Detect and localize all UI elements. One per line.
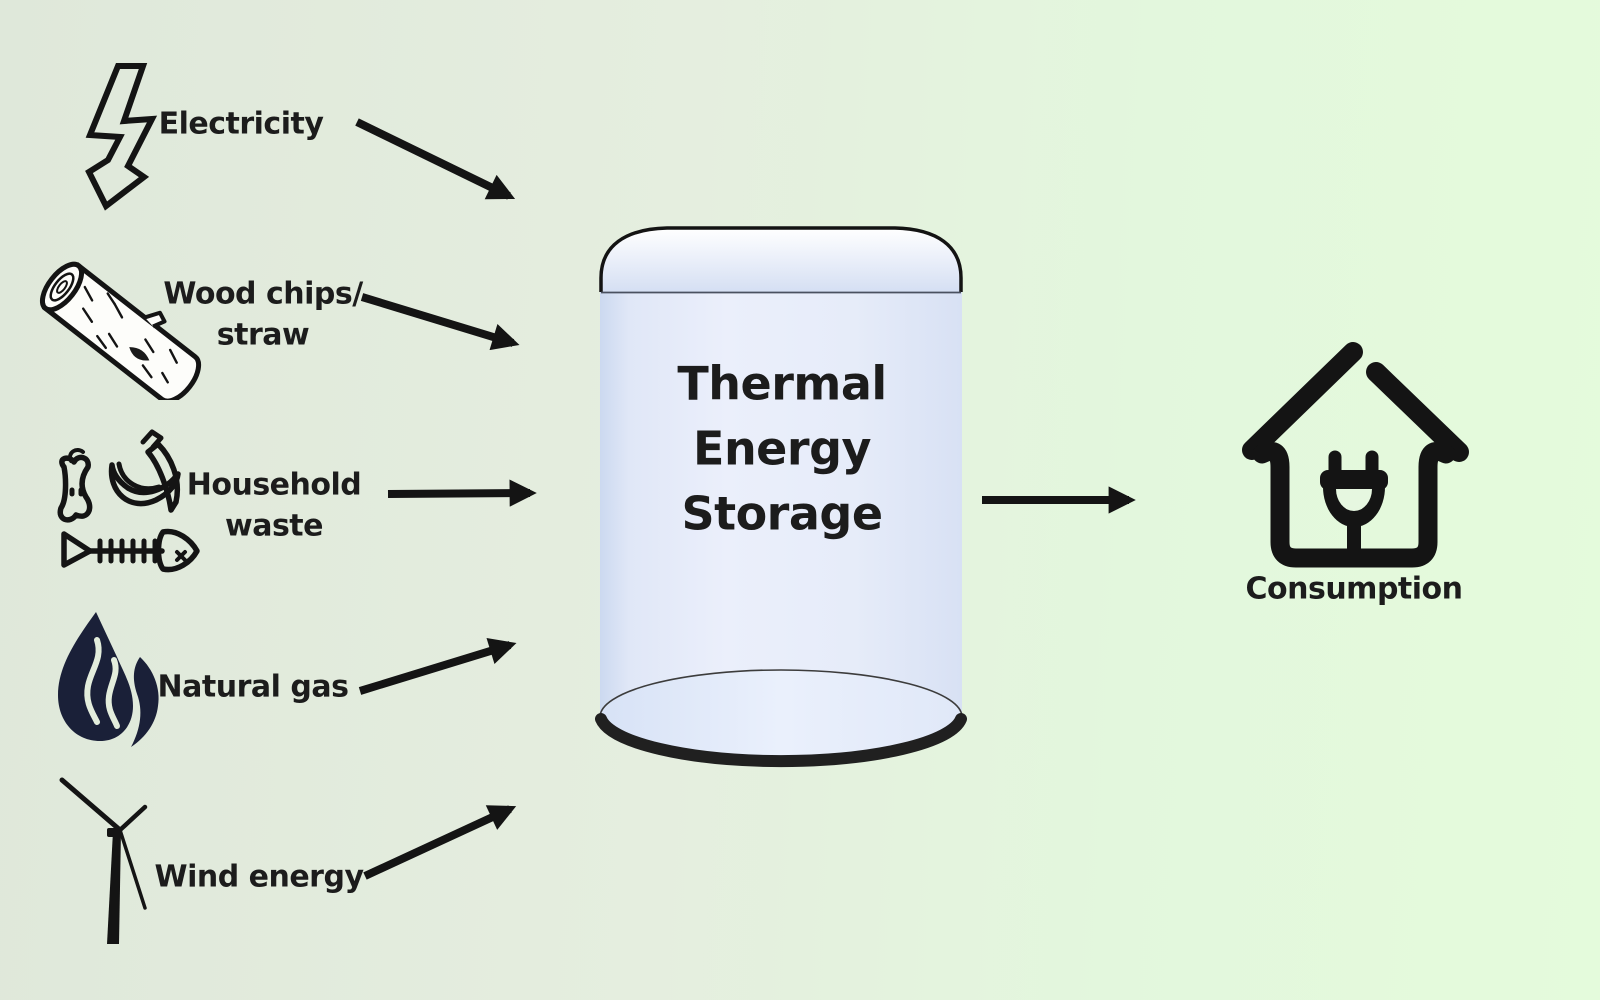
wind-energy-label: Wind energy <box>154 859 364 895</box>
lightning-bolt-icon <box>85 63 158 211</box>
wood-log-icon <box>39 261 202 400</box>
arrow-wood-to-storage <box>360 293 520 351</box>
wind-turbine-icon <box>59 777 148 944</box>
food-waste-icon <box>57 429 200 573</box>
thermal-storage-tank <box>595 226 967 768</box>
flame-icon <box>58 612 159 747</box>
wood-chips-label: Wood chips/ straw <box>163 276 363 353</box>
thermal-energy-storage-label: Thermal Energy Storage <box>677 356 887 541</box>
roof-left <box>1242 342 1363 460</box>
tank-body <box>600 292 962 718</box>
natural-gas-label: Natural gas <box>157 669 349 705</box>
household-waste-label: Household waste <box>186 467 362 544</box>
tank-dome <box>599 226 963 292</box>
plug-socket-notch <box>1336 489 1372 511</box>
consumption-label: Consumption <box>1245 571 1463 607</box>
electricity-label: Electricity <box>158 106 324 142</box>
arrow-electricity-to-storage <box>355 118 516 200</box>
roof-right <box>1366 362 1469 462</box>
arrow-natural-gas-to-storage <box>358 637 517 695</box>
tank-base-shadow <box>595 713 967 768</box>
plug-cord <box>1347 512 1361 560</box>
house-plug-icon <box>1242 342 1469 568</box>
arrow-wind-to-storage <box>363 805 517 880</box>
arrow-household-waste-to-storage <box>387 479 537 507</box>
